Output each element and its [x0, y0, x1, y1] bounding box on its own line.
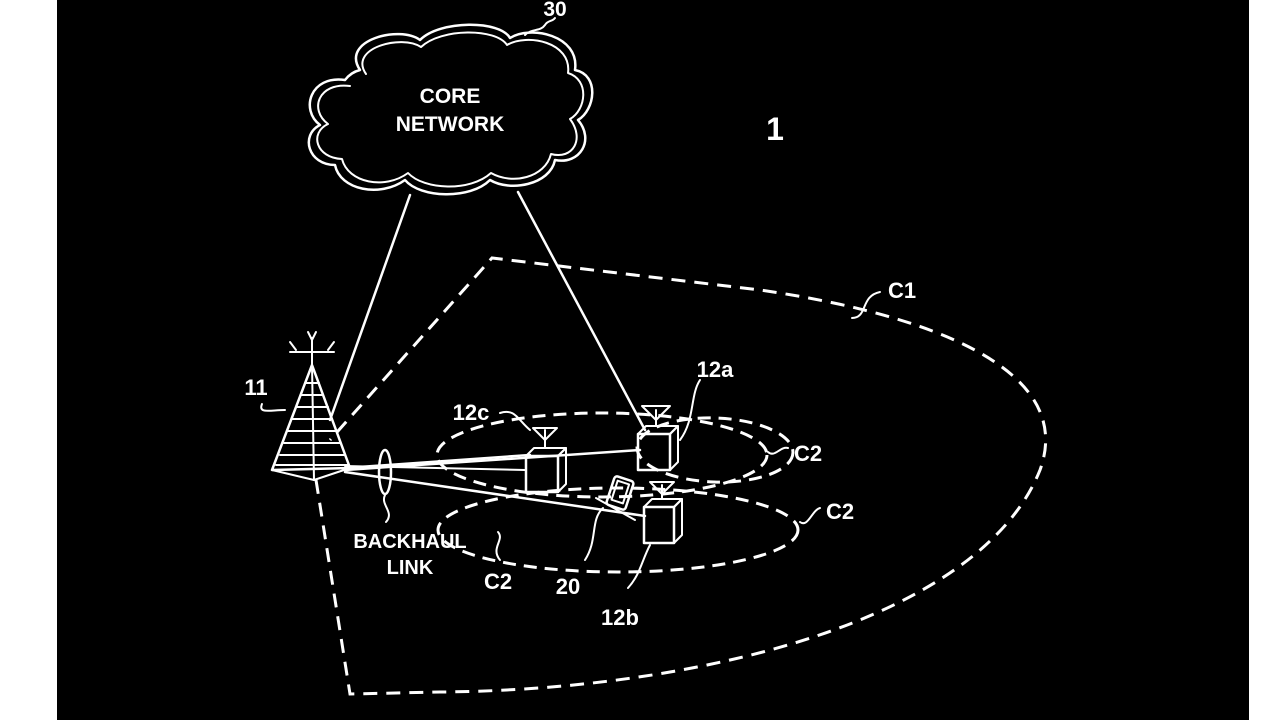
coverage-c1-label: C1	[888, 278, 916, 303]
small-cell-12a-ref: 12a	[697, 357, 734, 382]
core-network-ref: 30	[543, 0, 566, 21]
small-cell-coverage-12c	[435, 411, 769, 499]
macro-base-station-ref: 11	[244, 375, 267, 400]
figure-number: 1	[766, 111, 784, 147]
core-network-label-line2: NETWORK	[396, 113, 505, 136]
coverage-c2-label-3: C2	[484, 569, 512, 594]
small-cell-12c-leader-line	[499, 410, 531, 431]
network-diagram: CORE NETWORK 30 1 BACKHAUL LINK	[244, 0, 1048, 696]
backhaul-links	[343, 448, 647, 518]
user-equipment-ref: 20	[556, 574, 580, 599]
small-cell-node-icon-12c	[524, 427, 567, 494]
backhaul-label-line2: LINK	[387, 557, 434, 579]
macro-cell-coverage-c1	[314, 256, 1048, 696]
backhaul-label-line1: BACKHAUL	[353, 531, 466, 553]
user-equipment-leader-line	[584, 507, 604, 561]
cell-tower-icon	[270, 331, 352, 481]
c2-leader-line-1	[767, 446, 789, 455]
c1-leader-line	[851, 291, 881, 319]
small-cell-12b-ref: 12b	[601, 605, 639, 630]
core-to-small-cell-12a-link	[516, 190, 647, 432]
c2-leader-line-3	[495, 531, 501, 561]
c2-leader-line-2	[799, 507, 821, 525]
macro-ref-leader-line	[260, 403, 286, 412]
small-cell-node-icon-12a	[636, 405, 679, 472]
core-network-leader-line	[524, 17, 556, 36]
small-cell-12b-leader-line	[627, 544, 651, 589]
backhaul-link-marker	[377, 448, 393, 496]
small-cell-12c-ref: 12c	[453, 400, 490, 425]
core-network-label-line1: CORE	[420, 85, 481, 108]
core-to-macro-link	[328, 193, 412, 422]
coverage-c2-label-1: C2	[794, 441, 822, 466]
small-cell-node-icon-12b	[642, 481, 683, 545]
figure-canvas: CORE NETWORK 30 1 BACKHAUL LINK	[57, 0, 1249, 720]
core-network-cloud	[307, 23, 594, 196]
small-cell-12a-leader-line	[679, 379, 701, 441]
small-cell-coverage-12b	[436, 486, 800, 574]
coverage-c2-label-2: C2	[826, 499, 854, 524]
mobile-device-icon	[595, 475, 636, 521]
backhaul-leader-line	[382, 494, 390, 523]
